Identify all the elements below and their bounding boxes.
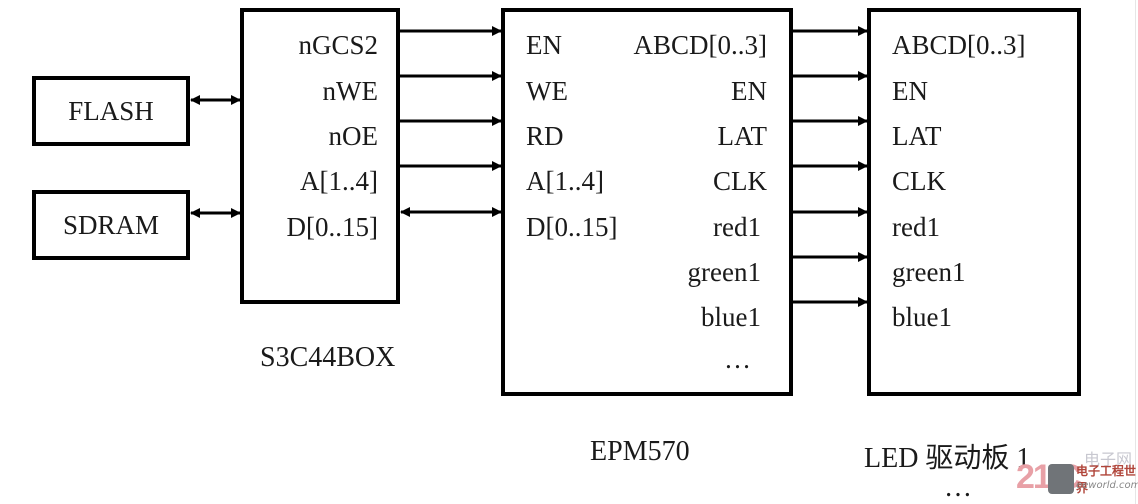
sdram-block: SDRAM (32, 190, 190, 260)
epm-pin-blue1: blue1 (701, 302, 761, 332)
pin-ngcs2: nGCS2 (298, 30, 378, 60)
led-pin-en: EN (892, 76, 928, 106)
watermark-cn-top: 电子网 (1084, 450, 1133, 469)
led-driver-block: ABCD[0..3] EN LAT CLK red1 green1 blue1 (867, 8, 1081, 396)
led-pin-blue1: blue1 (892, 302, 952, 332)
epm-pin-abcd: ABCD[0..3] (633, 30, 768, 60)
pin-d0-15: D[0..15] (286, 212, 378, 242)
sdram-label: SDRAM (62, 210, 160, 240)
led-pin-green1: green1 (892, 257, 966, 287)
epm570-block: EN WE RD A[1..4] D[0..15] ABCD[0..3] EN … (501, 8, 793, 396)
epm-pin-en-in: EN (526, 30, 562, 60)
led-more-ellipsis: … (944, 472, 972, 503)
s3c44box-block: nGCS2 nWE nOE A[1..4] D[0..15] (240, 8, 400, 304)
led-driver-caption: LED 驱动板 1 (864, 443, 1031, 474)
epm-pin-clk: CLK (713, 166, 767, 196)
epm-pin-we: WE (526, 76, 568, 106)
epm-pin-green1: green1 (687, 257, 761, 287)
page-edge-divider (1135, 0, 1136, 504)
epm-pin-red1: red1 (713, 212, 761, 242)
eeworld-logo-icon (1048, 464, 1074, 494)
pin-nwe: nWE (322, 76, 378, 106)
epm-pin-a1-4: A[1..4] (526, 166, 604, 196)
led-pin-red1: red1 (892, 212, 940, 242)
led-pin-abcd: ABCD[0..3] (892, 30, 1026, 60)
led-pin-lat: LAT (892, 121, 942, 151)
led-pin-clk: CLK (892, 166, 946, 196)
pin-noe: nOE (328, 121, 379, 151)
watermark: 21IC 电子网 电子工程世界 eeworld.com.cn (1010, 450, 1138, 504)
pin-a1-4: A[1..4] (300, 166, 378, 196)
epm-pin-d0-15: D[0..15] (526, 212, 618, 242)
watermark-cn-name: 电子工程世界 (1076, 464, 1137, 495)
epm-pin-more: … (724, 344, 751, 374)
flash-block: FLASH (32, 76, 190, 146)
s3c44box-caption: S3C44BOX (260, 342, 396, 373)
epm-pin-en-out: EN (731, 76, 767, 106)
flash-label: FLASH (68, 96, 154, 126)
epm-pin-rd: RD (526, 121, 564, 151)
epm570-caption: EPM570 (590, 436, 690, 467)
watermark-url: eeworld.com.cn (1076, 480, 1138, 491)
epm-pin-lat: LAT (717, 121, 768, 151)
